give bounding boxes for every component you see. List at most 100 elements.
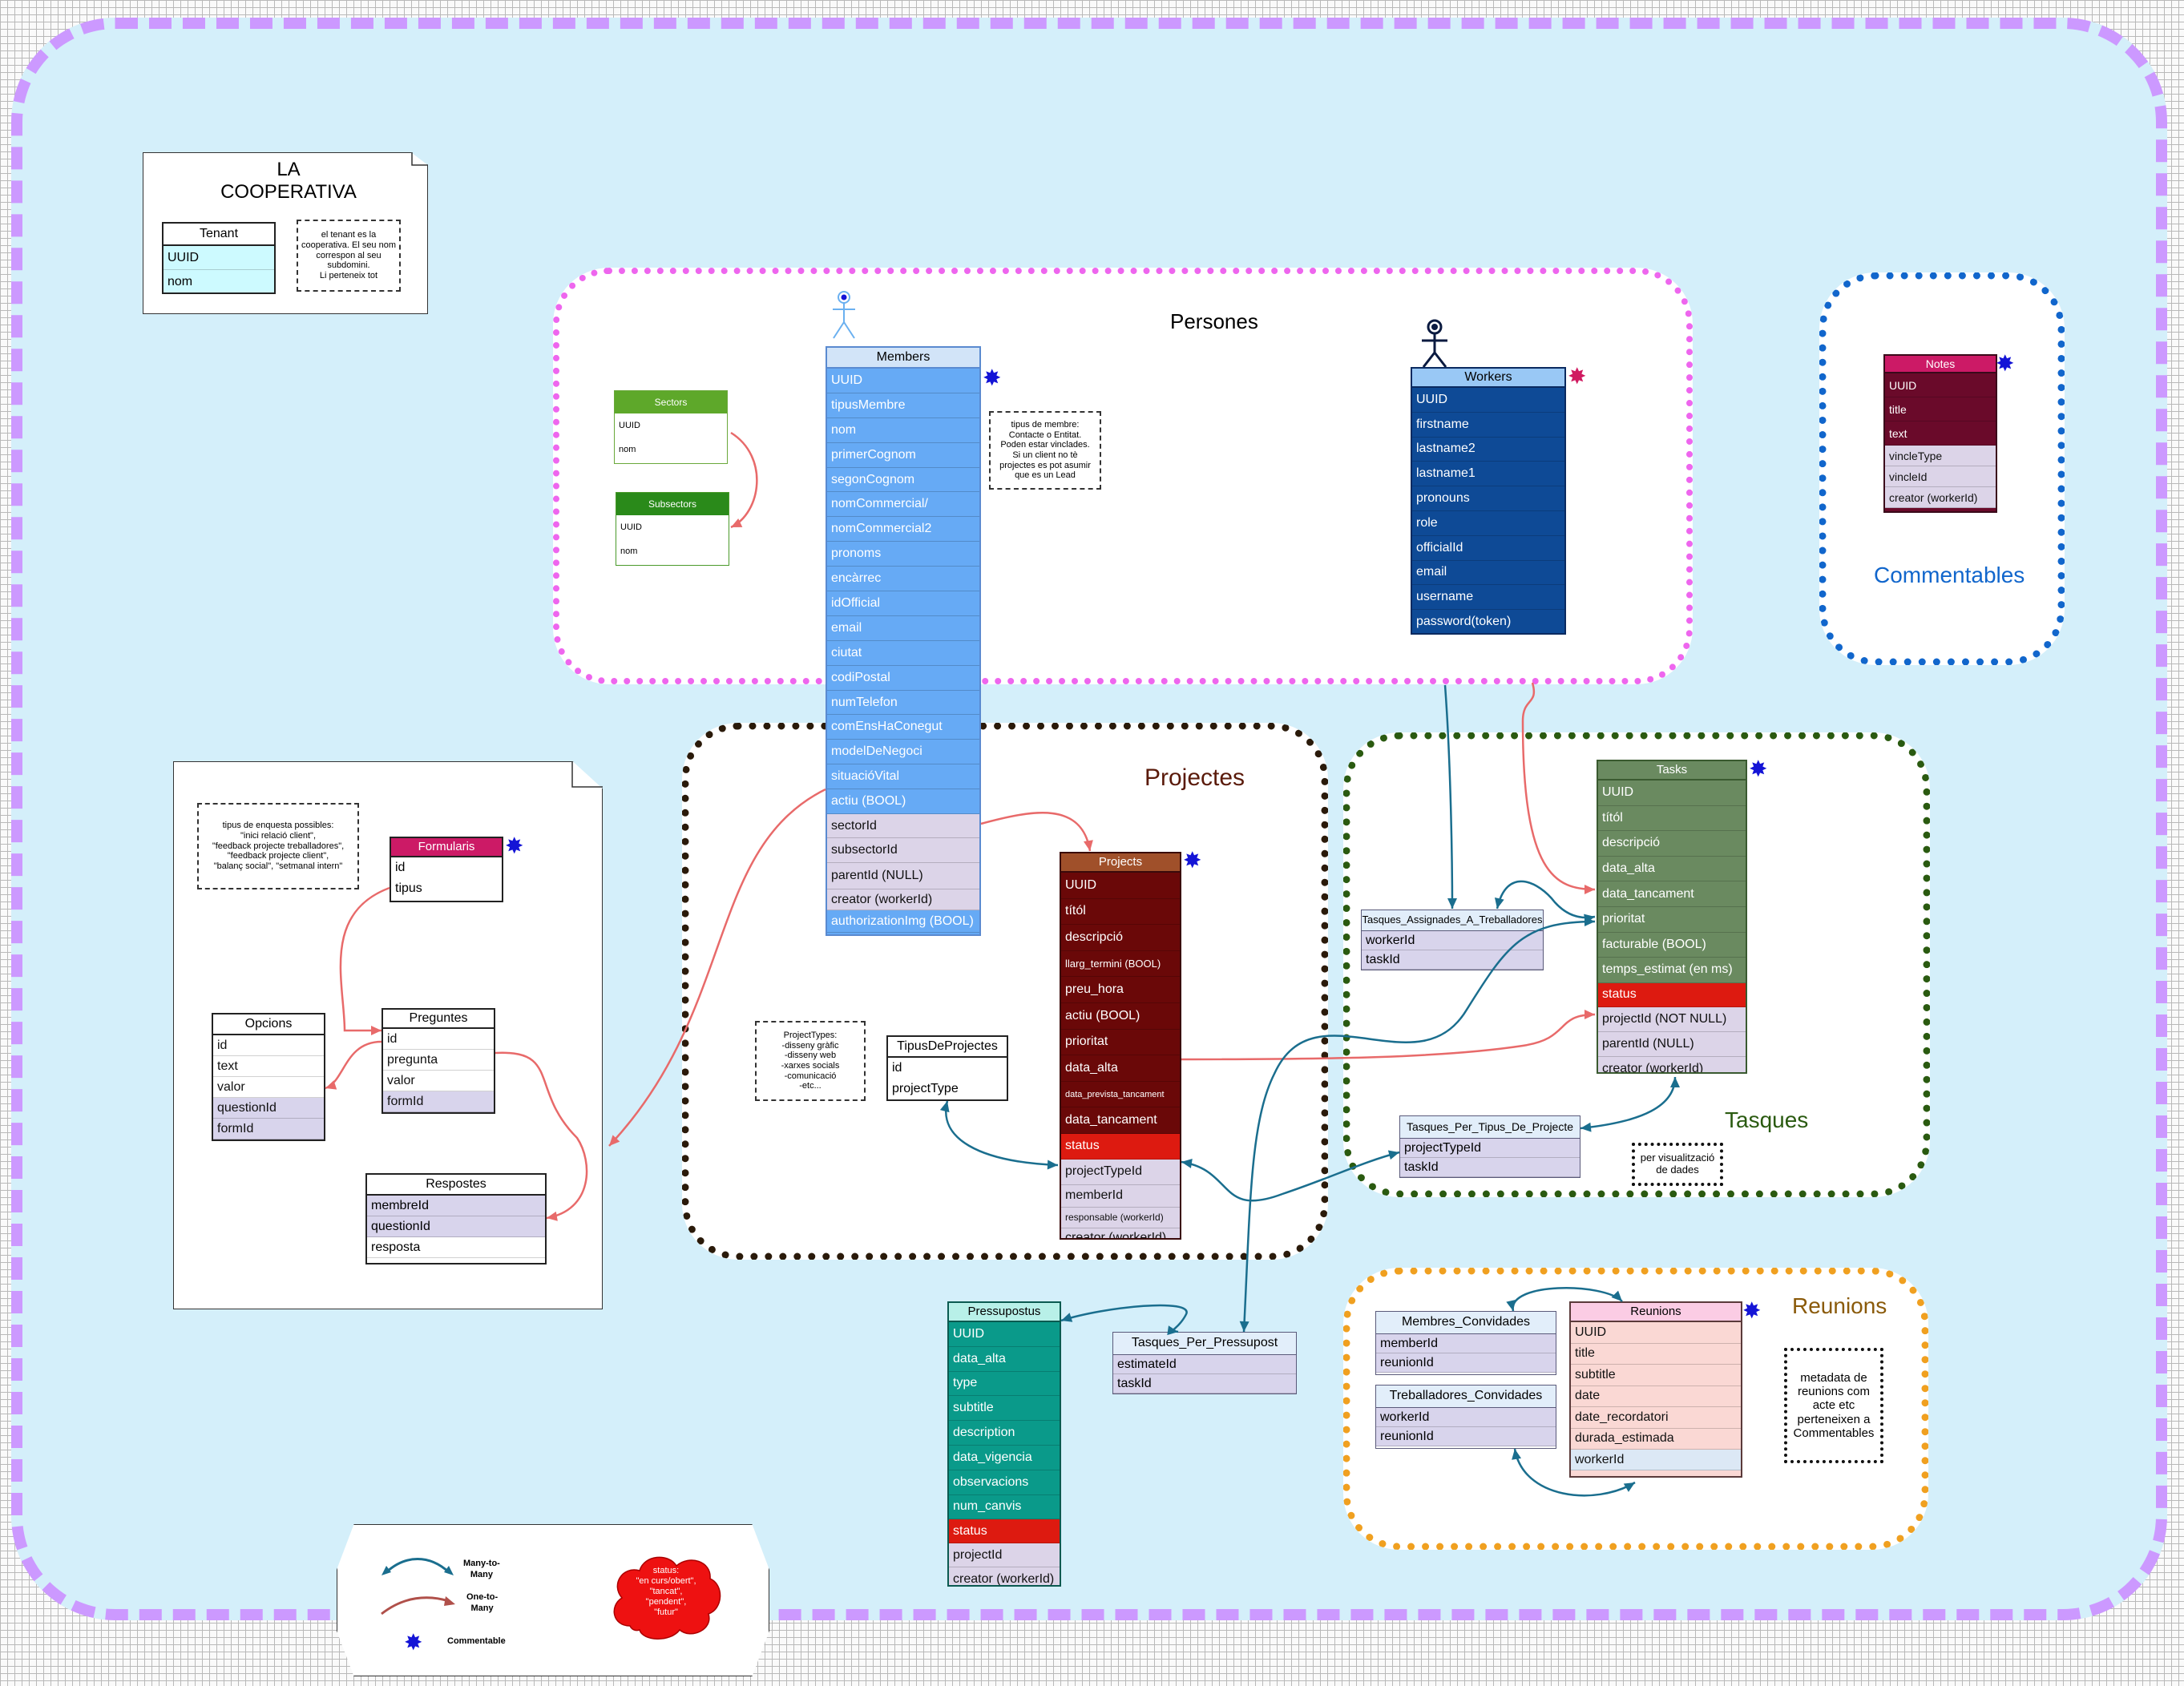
- members-row: actiu (BOOL): [827, 789, 979, 815]
- members-row: situacióVital: [827, 764, 979, 790]
- pressupostus-row: type: [949, 1371, 1060, 1397]
- tasques-per-tipus-table: Tasques_Per_Tipus_De_Projecte projectTyp…: [1399, 1115, 1580, 1178]
- group-title-projectes: Projectes: [1144, 764, 1245, 791]
- tenant-table: Tenant UUID nom: [162, 222, 276, 294]
- tasks-row: títól: [1598, 805, 1746, 832]
- project-types-note: ProjectTypes: -disseny gràfic -disseny w…: [755, 1021, 866, 1101]
- treballadores-convidades-row-reunionid: reunionId: [1376, 1427, 1556, 1446]
- opcions-row: text: [213, 1056, 324, 1077]
- projects-row: data_prevista_tancament: [1061, 1081, 1180, 1108]
- projects-header: Projects: [1061, 853, 1180, 873]
- subsectors-row-uuid: UUID: [620, 522, 642, 532]
- group-title-persones: Persones: [1170, 309, 1258, 333]
- tasques-per-pressupost-header: Tasques_Per_Pressupost: [1113, 1333, 1296, 1355]
- tasks-fk-row: creator (workerId): [1598, 1056, 1746, 1072]
- members-row: primerCognom: [827, 442, 979, 468]
- sectors-row-uuid: UUID: [619, 421, 640, 430]
- pressupostus-row: num_canvis: [949, 1494, 1060, 1520]
- pressupostus-row: description: [949, 1421, 1060, 1446]
- workers-row: UUID: [1412, 388, 1564, 413]
- members-row: encàrrec: [827, 567, 979, 592]
- respostes-table: Respostes membreId questionId resposta: [365, 1173, 547, 1264]
- members-header: Members: [827, 348, 979, 369]
- workers-actor-icon: [1422, 319, 1447, 368]
- preguntes-row: formId: [383, 1091, 494, 1112]
- membres-convidades-row-memberid: memberId: [1376, 1334, 1556, 1353]
- subsectors-row-nom: nom: [620, 547, 638, 556]
- legend-one-to-many-label: One-to- Many: [466, 1592, 499, 1613]
- workers-row: lastname2: [1412, 437, 1564, 462]
- workers-row: email: [1412, 560, 1564, 586]
- respostes-row-membreid: membreId: [367, 1196, 545, 1216]
- tenant-note: el tenant es la cooperativa. El seu nom …: [297, 220, 401, 292]
- pressupostus-row: subtitle: [949, 1396, 1060, 1422]
- group-projectes: [682, 723, 1328, 1260]
- tasques-assignades-table: Tasques_Assignades_A_Treballadores worke…: [1361, 910, 1544, 970]
- formularis-row-id: id: [395, 861, 406, 874]
- projects-row-status: status: [1061, 1133, 1180, 1160]
- tasks-row: descripció: [1598, 831, 1746, 857]
- projects-row: prioritat: [1061, 1029, 1180, 1056]
- tipus-de-projectes-table: TipusDeProjectes id projectType: [886, 1035, 1008, 1101]
- projects-row: data_tancament: [1061, 1107, 1180, 1134]
- tasques-assignades-header: Tasques_Assignades_A_Treballadores: [1362, 910, 1543, 931]
- tasques-assignades-row-taskid: taskId: [1362, 950, 1543, 970]
- tasques-per-tipus-row-projecttypeid: projectTypeId: [1400, 1139, 1580, 1158]
- reunions-row: subtitle: [1571, 1365, 1741, 1386]
- reunions-row: date: [1571, 1386, 1741, 1407]
- formularis-document-fold: [571, 761, 603, 788]
- pressupostus-row-status: status: [949, 1519, 1060, 1544]
- sectors-row-nom: nom: [619, 445, 636, 454]
- members-row: nom: [827, 417, 979, 443]
- pressupostus-row: data_alta: [949, 1346, 1060, 1372]
- respostes-row-resposta: resposta: [367, 1237, 545, 1258]
- legend-status-cloud-icon: [613, 1556, 721, 1640]
- notes-row: vincleType: [1885, 446, 1996, 466]
- formularis-commentable-icon: ✸: [505, 833, 524, 858]
- reunions-row: workerId: [1571, 1450, 1741, 1470]
- tenant-row-nom: nom: [163, 270, 274, 292]
- tenant-document-fold: [411, 152, 428, 166]
- tasques-per-tipus-header: Tasques_Per_Tipus_De_Projecte: [1400, 1116, 1580, 1139]
- pressupostus-fk-row: projectId: [949, 1543, 1060, 1568]
- workers-row: password(token): [1412, 610, 1564, 633]
- projects-fk-row: responsable (workerId): [1061, 1207, 1180, 1228]
- treballadores-convidades-row-workerid: workerId: [1376, 1408, 1556, 1427]
- tasques-per-tipus-row-taskid: taskId: [1400, 1158, 1580, 1177]
- notes-row: vincleId: [1885, 466, 1996, 487]
- members-row: modelDeNegoci: [827, 740, 979, 765]
- legend-one-to-many-icon: [381, 1596, 455, 1615]
- tasks-row: data_alta: [1598, 856, 1746, 882]
- preguntes-row: pregunta: [383, 1050, 494, 1071]
- members-row: creator (workerId): [827, 889, 979, 911]
- legend-commentable-label: Commentable: [447, 1636, 506, 1646]
- treballadores-convidades-table: Treballadores_Convidades workerId reunio…: [1375, 1385, 1556, 1449]
- group-title-commentables: Commentables: [1874, 563, 2025, 587]
- tasks-fk-row: parentId (NULL): [1598, 1031, 1746, 1057]
- membres-convidades-table: Membres_Convidades memberId reunionId: [1375, 1311, 1556, 1375]
- respostes-header: Respostes: [367, 1175, 545, 1196]
- workers-row: lastname1: [1412, 462, 1564, 487]
- projects-fk-row: creator (workerId): [1061, 1228, 1180, 1238]
- reunions-header: Reunions: [1571, 1303, 1741, 1322]
- formularis-note: tipus de enquesta possibles: "inici rela…: [197, 803, 359, 889]
- workers-row: username: [1412, 585, 1564, 611]
- reunions-row: UUID: [1571, 1322, 1741, 1344]
- projects-fk-row: projectTypeId: [1061, 1159, 1180, 1185]
- sectors-table: Sectors UUID nom: [614, 390, 728, 464]
- respostes-row-questionid: questionId: [367, 1216, 545, 1237]
- tipus-de-projectes-row-id: id: [892, 1061, 902, 1075]
- members-row: pronoms: [827, 542, 979, 567]
- reunions-row: title: [1571, 1343, 1741, 1365]
